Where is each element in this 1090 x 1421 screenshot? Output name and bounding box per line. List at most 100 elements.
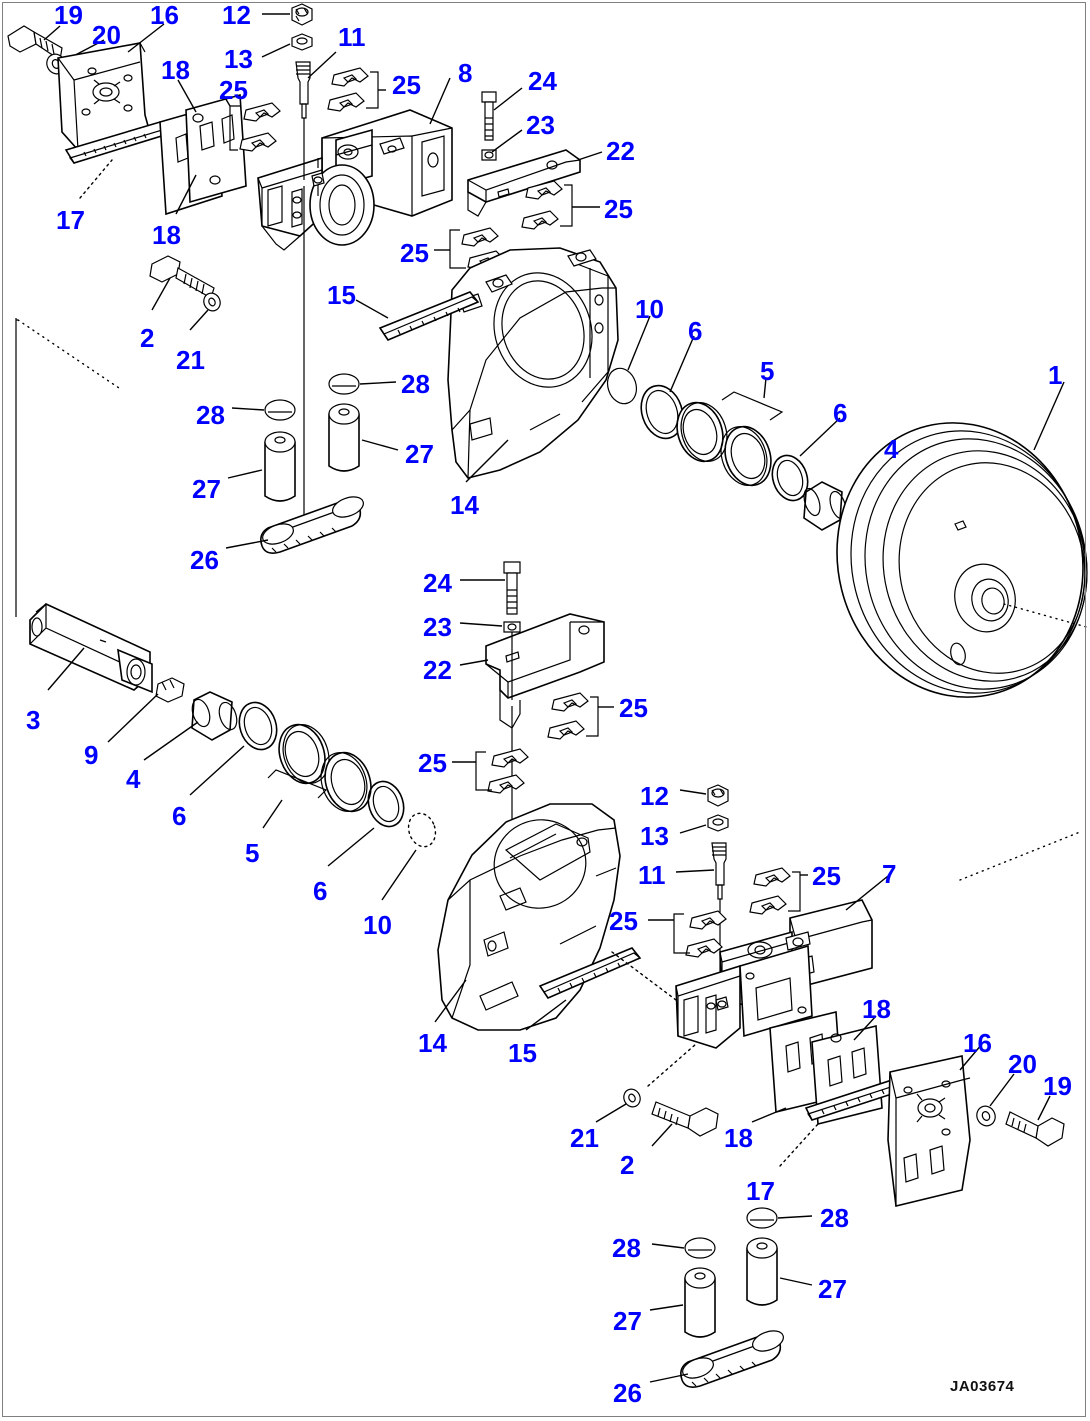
callout-shim-18: 18 [161,55,190,85]
part-25-shimclips-top-a [327,67,379,112]
callout-cover-plate-16: 16 [963,1028,992,1058]
part-25-shimclips-top-b [229,102,281,152]
callout-cap-28: 28 [612,1233,641,1263]
part-28-cap-top-a [328,373,360,395]
callout-bolt-19: 19 [54,0,83,30]
part-26-link-top [260,496,364,554]
callout-grease-fitting-11: 11 [338,22,366,52]
part-9-plug [155,677,185,703]
part-4-bushing-lower [191,691,238,741]
part-12-nut-lower [707,784,729,807]
callout-shim-set-25: 25 [609,906,638,936]
callout-washer-23: 23 [526,110,555,140]
part-6-seal-b-top [771,454,809,502]
callout-bolt-2: 2 [620,1150,635,1180]
callout-roller-pin-27: 27 [818,1274,847,1304]
callout-bolt-24: 24 [423,568,452,598]
callout-bolt-24: 24 [528,66,557,96]
callout-idler-bracket-14: 14 [450,490,479,520]
callout-washer-21: 21 [570,1123,599,1153]
callout-floating-seal-set-5: 5 [245,838,260,868]
callout-shim-18: 18 [862,994,891,1024]
part-28-cap-bottom-a [746,1207,778,1229]
callout-washer-13: 13 [640,821,669,851]
part-14-idler-bracket-lower [437,803,621,1031]
part-25-shimclips-top-c [521,180,573,230]
callout-shim-set-25: 25 [619,693,648,723]
part-16-cover-plate-lower [887,1055,971,1207]
callout-shim-set-25: 25 [418,748,447,778]
part-3-cylinder [29,603,153,694]
callout-grease-fitting-11: 11 [638,860,666,890]
part-18-shims-top [159,93,247,216]
part-21-washer-top [203,292,221,312]
callout-bolt-19: 19 [1043,1071,1072,1101]
part-11-grease-fitting-top [295,61,311,119]
callout-wear-plate-15: 15 [327,280,356,310]
part-28-cap-bottom-b [684,1237,716,1259]
callout-idler-wheel-1: 1 [1048,360,1063,390]
part-28-cap-top-b [264,399,296,421]
callout-cap-28: 28 [401,369,430,399]
part-25-shimclips-mid-b [475,748,529,794]
part-2-bolt-lower [651,1101,719,1137]
part-19-bolt-top [7,25,63,62]
callout-o-ring-10: 10 [635,294,664,324]
callout-washer-20: 20 [92,20,121,50]
callout-track-frame-guide-8: 8 [458,58,473,88]
drawing-id-code: JA03674 [950,1378,1015,1395]
part-13-washer-top [291,33,313,51]
part-5-floating-seal-lower [267,723,372,813]
callout-o-ring-10: 10 [363,910,392,940]
part-27-pin-top-a [328,403,360,472]
callout-shim-set-25: 25 [392,70,421,100]
part-25-shimclips-mid-a [547,692,599,740]
part-8-guide-body-top [257,109,453,251]
callout-link-26: 26 [613,1378,642,1408]
part-10-oring-lower [407,812,437,848]
callout-shim-set-25: 25 [604,194,633,224]
part-6-seal-a-lower [238,701,278,751]
callout-nut-12: 12 [222,0,251,30]
callout-plug-9: 9 [84,740,99,770]
part-15-wear-plate-lower [538,947,642,1000]
callout-shim-set-25: 25 [219,75,248,105]
callout-retainer-plate-22: 22 [423,655,452,685]
callout-roller-pin-27: 27 [192,474,221,504]
callout-wear-strip-17: 17 [56,205,85,235]
callout-shim-set-25: 25 [812,861,841,891]
part-10-oring-top [606,367,638,405]
callout-seal-ring-6: 6 [688,316,703,346]
callout-track-adjuster-cylinder-3: 3 [26,705,41,735]
part-26-link-bottom [680,1330,784,1388]
part-13-washer-lower [707,814,729,832]
callout-nut-12: 12 [640,781,669,811]
part-25-shimclips-lower-b [673,910,727,958]
part-24-bolt-top [481,91,497,141]
part-2-bolt-top [149,255,215,299]
callout-idler-bracket-14: 14 [418,1028,447,1058]
callout-track-frame-guide-7: 7 [882,859,897,889]
callout-cap-28: 28 [820,1203,849,1233]
part-27-pin-bottom-b [684,1267,716,1338]
part-21-washer-lower [623,1088,641,1108]
part-22-retainer-top [467,149,581,217]
part-5-floating-seal-top [676,391,784,487]
part-11-grease-fitting-lower [711,842,727,900]
callout-washer-21: 21 [176,345,205,375]
callout-wear-plate-15: 15 [508,1038,537,1068]
callout-seal-ring-6: 6 [313,876,328,906]
callout-seal-ring-6: 6 [172,801,187,831]
part-15-wear-plate-top [378,291,480,341]
part-6-seal-a-top [640,384,684,440]
callout-roller-pin-27: 27 [405,439,434,469]
callout-washer-23: 23 [423,612,452,642]
part-6-seal-b-lower [367,780,405,828]
callout-bushing-4: 4 [884,434,899,464]
part-23-washer-top [481,149,497,161]
callout-bolt-2: 2 [140,323,155,353]
callout-bushing-4: 4 [126,764,141,794]
callout-link-26: 26 [190,545,219,575]
